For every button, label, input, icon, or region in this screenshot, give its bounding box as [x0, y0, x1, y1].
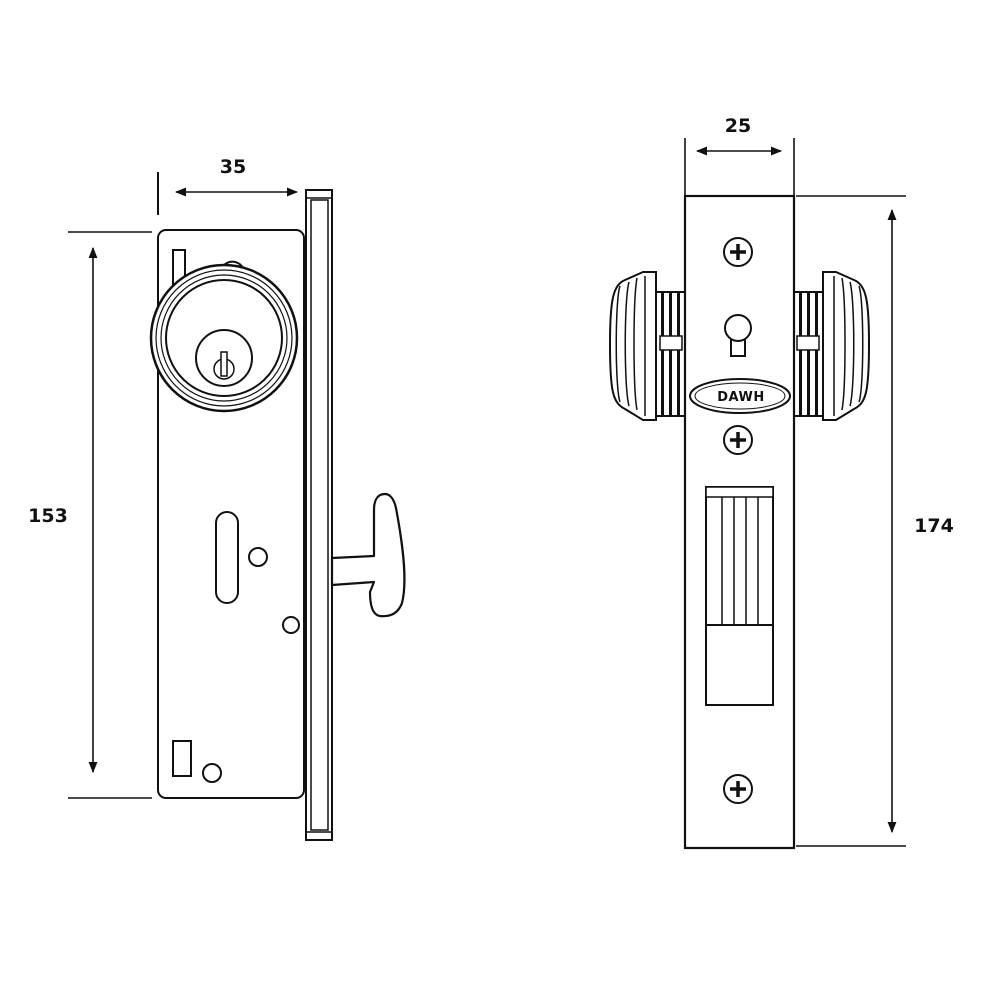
logo-outer-oval: [689, 378, 791, 414]
right-knob-ridge-2: [849, 281, 855, 407]
side-hole: [282, 616, 300, 634]
front-view: 25 174: [608, 115, 954, 850]
bolt-opening: [705, 486, 774, 706]
hook-bolt: [330, 492, 406, 618]
right-knob-collar-band-2: [807, 292, 810, 416]
side-height-label: 153: [28, 505, 68, 527]
left-knob-collar-gap: [659, 335, 683, 351]
bottom-screw-icon: [723, 774, 753, 804]
left-knob-collar-band-3: [677, 292, 680, 416]
right-knob-ridge-3: [841, 277, 846, 411]
keyhole-icon: [724, 314, 752, 357]
front-height-dimension: 174: [796, 195, 954, 847]
mid-hole: [248, 547, 268, 567]
right-cylinder-knob: [793, 271, 871, 421]
side-faceplate: [305, 189, 333, 841]
logo-inner-oval: [694, 382, 786, 410]
brand-logo: DAWH: [689, 378, 791, 414]
keyhole-circle: [724, 314, 752, 342]
side-width-label: 35: [220, 156, 246, 178]
mid-slot: [215, 511, 239, 604]
side-width-dimension: 35: [157, 156, 299, 215]
cylinder-ring-2: [155, 269, 293, 407]
keyway-slot: [220, 351, 228, 377]
bottom-hole: [202, 763, 222, 783]
left-cylinder-knob: [608, 271, 686, 421]
front-width-dimension: 25: [684, 115, 795, 200]
front-width-label: 25: [725, 115, 751, 137]
right-knob-collar-gap: [796, 335, 820, 351]
middle-screw-icon: [723, 425, 753, 455]
bottom-slot: [172, 740, 192, 777]
right-knob-collar-band-1: [799, 292, 802, 416]
left-knob-collar-band-1: [661, 292, 664, 416]
faceplate-inner: [310, 199, 329, 831]
side-cylinder: [149, 260, 299, 413]
bolt-opening-frame: [705, 486, 774, 706]
left-knob-ridge-3: [633, 277, 638, 411]
side-view: 35 153: [28, 156, 406, 841]
left-knob-ridge-1: [615, 285, 621, 403]
bolt-opening-top-lip: [705, 486, 774, 498]
left-knob-collar-band-2: [669, 292, 672, 416]
front-height-label: 174: [914, 515, 954, 537]
cylinder-ring-3: [160, 274, 288, 402]
logo-text: DAWH: [717, 390, 765, 405]
right-knob-collar-band-3: [815, 292, 818, 416]
top-screw-icon: [723, 237, 753, 267]
left-knob-ridge-2: [624, 281, 630, 407]
side-height-dimension: 153: [28, 231, 152, 799]
right-knob-ridge-1: [858, 285, 864, 403]
cylinder-inner-ring: [165, 279, 283, 397]
